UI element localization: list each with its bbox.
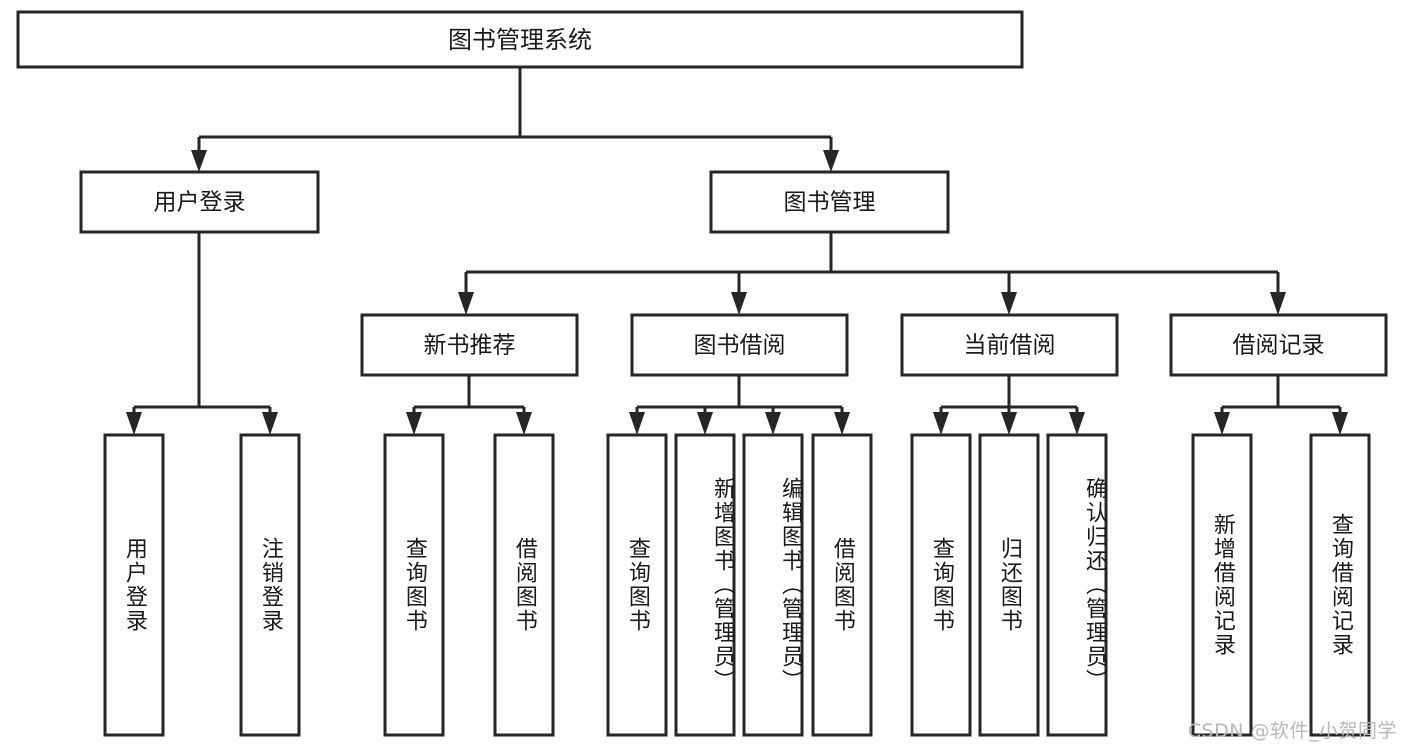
node-level2-current-borrow-label: 当前借阅 bbox=[964, 333, 1056, 359]
leaf-box-user-login-2[interactable] bbox=[239, 433, 301, 737]
arrow-head-currentborrow-leaf-1 bbox=[933, 412, 949, 435]
arrow-head-bookborrow-leaf-4 bbox=[834, 412, 850, 435]
arrow-head-newbook-leaf-1 bbox=[406, 412, 422, 435]
leaf-box-current-borrow-3[interactable] bbox=[1046, 433, 1108, 737]
arrow-head-currentborrow-leaf-3 bbox=[1069, 412, 1085, 435]
leaf-box-book-borrow-1[interactable] bbox=[606, 433, 668, 737]
node-level2-new-book-label: 新书推荐 bbox=[424, 333, 516, 359]
csdn-watermark: CSDN @软件_小贺同学 bbox=[1187, 720, 1397, 742]
node-level2-book-borrow-box[interactable] bbox=[630, 313, 849, 377]
node-level2-borrow-record-box[interactable] bbox=[1169, 313, 1388, 377]
arrow-head-leaf-user-login bbox=[126, 412, 142, 435]
leaf-box-current-borrow-2[interactable] bbox=[978, 433, 1040, 737]
arrow-head-newbook bbox=[458, 292, 474, 315]
arrow-head-bookborrow-leaf-1 bbox=[629, 412, 645, 435]
arrow-head-leaf-logout bbox=[262, 412, 278, 435]
arrow-head-currentborrow bbox=[1001, 292, 1017, 315]
node-level2-new-book-box[interactable] bbox=[360, 313, 579, 377]
node-level1-book-management-label: 图书管理 bbox=[784, 190, 876, 216]
arrow-head-borrowrecord-leaf-2 bbox=[1332, 412, 1348, 435]
leaf-box-book-borrow-4[interactable] bbox=[811, 433, 873, 737]
leaf-box-borrow-record-1[interactable] bbox=[1191, 433, 1253, 737]
node-root-box[interactable] bbox=[16, 10, 1024, 69]
node-level2-book-borrow-label: 图书借阅 bbox=[694, 333, 786, 359]
leaf-box-current-borrow-1[interactable] bbox=[910, 433, 972, 737]
arrow-head-bookmgmt bbox=[823, 150, 839, 172]
node-level2-current-borrow-box[interactable] bbox=[900, 313, 1119, 377]
arrow-head-borrowrecord bbox=[1270, 292, 1286, 315]
arrow-head-currentborrow-leaf-2 bbox=[1001, 412, 1017, 435]
leaf-box-borrow-record-2[interactable] bbox=[1309, 433, 1371, 737]
arrow-head-bookborrow-leaf-3 bbox=[765, 412, 781, 435]
leaf-box-book-borrow-2[interactable] bbox=[674, 433, 736, 737]
arrow-head-newbook-leaf-2 bbox=[516, 412, 532, 435]
arrow-head-userlogin bbox=[191, 150, 207, 172]
leaf-box-book-borrow-3[interactable] bbox=[742, 433, 804, 737]
node-root-label: 图书管理系统 bbox=[448, 26, 592, 54]
leaf-box-user-login-1[interactable] bbox=[103, 433, 165, 737]
leaf-box-new-book-2[interactable] bbox=[493, 433, 555, 737]
node-level2-borrow-record-label: 借阅记录 bbox=[1233, 333, 1325, 359]
arrow-head-bookborrow-leaf-2 bbox=[697, 412, 713, 435]
node-level1-user-login-box[interactable] bbox=[79, 170, 320, 234]
node-level1-user-login-label: 用户登录 bbox=[154, 190, 246, 216]
node-level1-book-management-box[interactable] bbox=[709, 170, 950, 234]
arrow-head-bookborrow bbox=[731, 292, 747, 315]
leaf-box-new-book-1[interactable] bbox=[383, 433, 445, 737]
arrow-head-borrowrecord-leaf-1 bbox=[1214, 412, 1230, 435]
